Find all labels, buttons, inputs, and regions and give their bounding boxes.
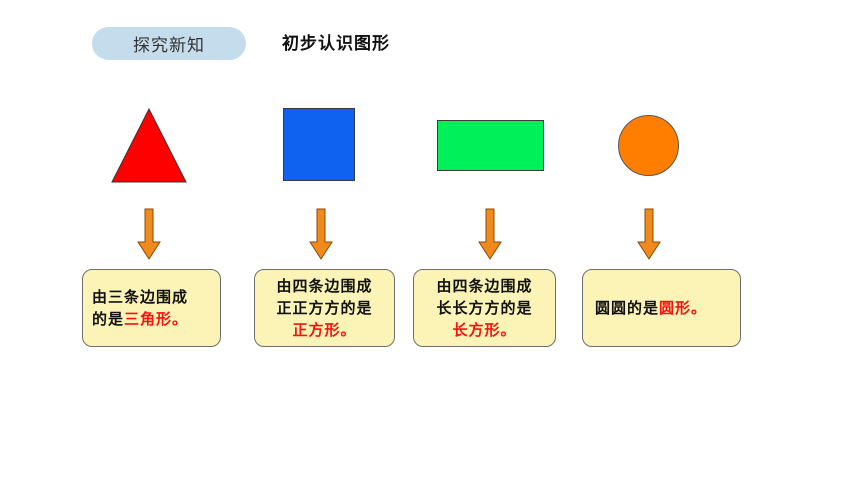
rectangle-shape bbox=[437, 120, 544, 171]
shape-name-highlight: 三角形。 bbox=[124, 310, 189, 328]
circle-shape bbox=[618, 115, 679, 176]
card-line: 由三条边围成 bbox=[92, 288, 189, 306]
down-arrow-icon bbox=[637, 208, 661, 260]
down-arrow-icon bbox=[137, 208, 161, 260]
rectangle-description-card: 由四条边围成 长长方方的是 长方形。 bbox=[413, 269, 556, 347]
page-title: 初步认识图形 bbox=[282, 34, 390, 54]
section-pill: 探究新知 bbox=[92, 27, 246, 60]
down-arrow-icon bbox=[309, 208, 333, 260]
square-shape bbox=[283, 108, 355, 181]
card-line: 的是三角形。 bbox=[92, 308, 220, 330]
shape-name-highlight: 长方形。 bbox=[452, 321, 517, 339]
down-arrow-icon bbox=[478, 208, 502, 260]
card-line: 由四条边围成 bbox=[436, 277, 533, 295]
shape-name-highlight: 圆形。 bbox=[659, 299, 708, 317]
section-pill-label: 探究新知 bbox=[133, 36, 205, 56]
card-line: 圆圆的是圆形。 bbox=[595, 297, 740, 319]
triangle-description-card: 由三条边围成 的是三角形。 bbox=[82, 269, 221, 347]
card-line: 正正方方的是 bbox=[276, 299, 373, 317]
shape-name-highlight: 正方形。 bbox=[292, 321, 357, 339]
square-description-card: 由四条边围成 正正方方的是 正方形。 bbox=[254, 269, 395, 347]
card-text: 圆圆的是 bbox=[595, 299, 660, 317]
card-line: 由四条边围成 bbox=[276, 277, 373, 295]
card-line: 长长方方的是 bbox=[436, 299, 533, 317]
card-text: 的是 bbox=[92, 310, 125, 328]
circle-description-card: 圆圆的是圆形。 bbox=[582, 269, 741, 347]
triangle-shape bbox=[111, 108, 187, 183]
